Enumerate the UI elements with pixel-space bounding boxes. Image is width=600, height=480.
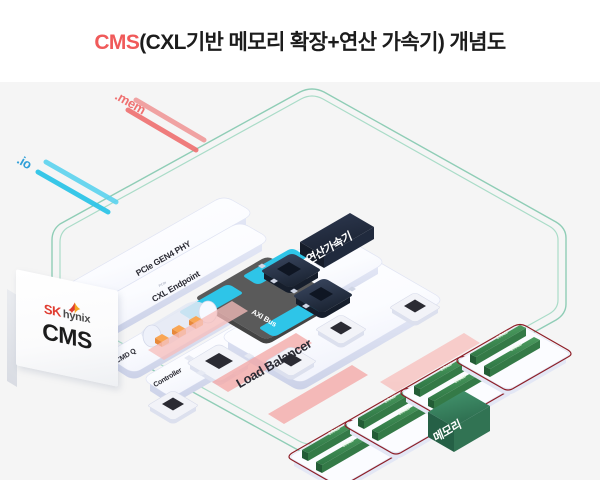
sk-hynix-logo: SK hynix [43, 300, 90, 326]
title-bar: CMS(CXL기반 메모리 확장+연산 가속기) 개념도 [0, 0, 600, 82]
memory-module-1 [288, 419, 404, 480]
diagram-canvas: .mem .io [0, 82, 600, 480]
isometric-deck [67, 197, 572, 480]
accelerator-label-plate [300, 213, 374, 268]
sk-butterfly-icon [68, 301, 81, 314]
mem-controller-4 [390, 293, 440, 326]
brand-panel: SK hynix CMS [7, 269, 118, 388]
page-title: CMS(CXL기반 메모리 확장+연산 가속기) 개념도 [94, 26, 506, 56]
io-lane-bars [35, 159, 119, 215]
brand-panel-content: SK hynix CMS [16, 269, 118, 387]
mem-lane-bars [125, 97, 207, 153]
mem-controller-3 [316, 315, 366, 348]
title-rest: (CXL기반 메모리 확장+연산 가속기) 개념도 [139, 31, 506, 54]
memory-label-plate [428, 391, 490, 452]
protocol-lanes [35, 97, 207, 215]
memory-module-4 [456, 323, 572, 395]
mem-controller-2 [266, 347, 316, 380]
chip-accelerator-2 [290, 279, 356, 318]
title-brand: CMS [94, 31, 140, 54]
sk-text: SK [43, 300, 61, 320]
mem-controller-1 [148, 391, 198, 424]
